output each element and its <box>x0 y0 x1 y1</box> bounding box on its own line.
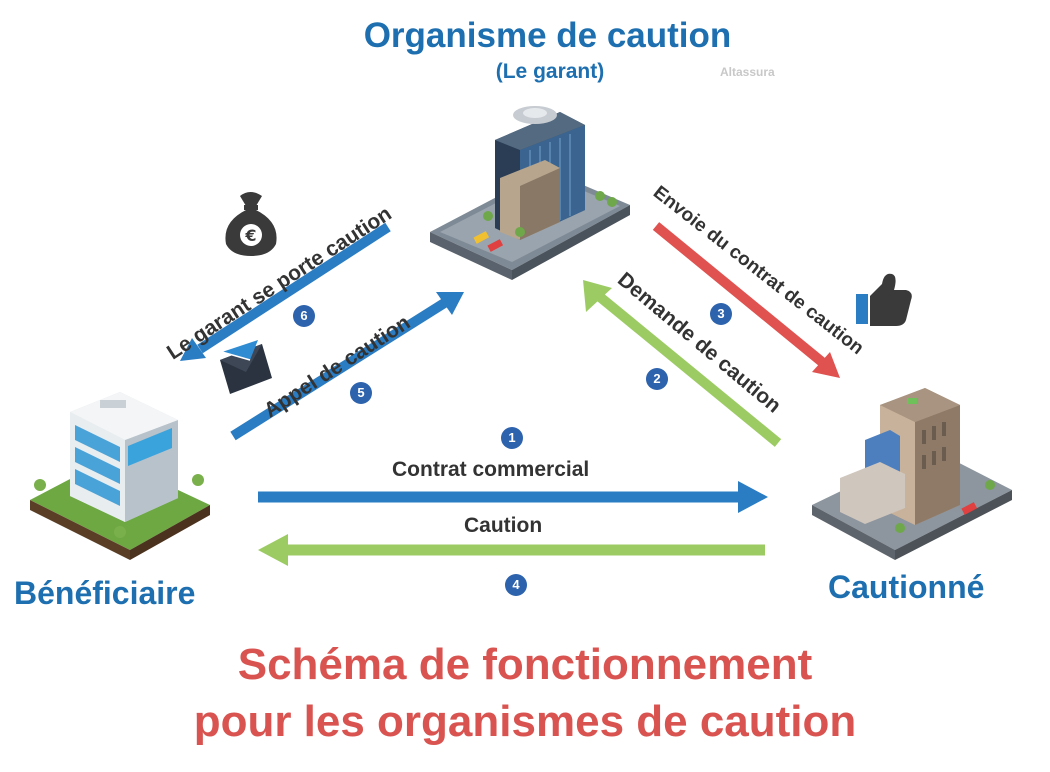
envelope-icon <box>220 340 272 394</box>
arrow-envoie-contrat <box>652 222 840 378</box>
flow-label-contrat-commercial: Contrat commercial <box>392 458 590 481</box>
arrow-garant-porte-caution <box>180 222 391 361</box>
step-badge-1: 1 <box>501 427 523 449</box>
organisme-title: Organisme de caution <box>363 16 732 55</box>
garant-building-illustration <box>430 106 630 280</box>
arrow-appel-caution <box>230 292 464 441</box>
caption-line-2: pour les organismes de caution <box>193 697 857 746</box>
watermark: Altassura <box>720 65 775 79</box>
step-badge-6: 6 <box>293 305 315 327</box>
money-bag-euro-icon: € <box>225 192 277 256</box>
arrow-demande-caution <box>583 280 782 447</box>
flow-label-caution: Caution <box>464 514 543 537</box>
step-badge-4: 4 <box>505 574 527 596</box>
thumbs-up-icon <box>856 273 912 326</box>
step-badge-5: 5 <box>350 382 372 404</box>
arrow-contrat-commercial <box>258 481 768 513</box>
caption-line-1: Schéma de fonctionnement <box>237 640 813 689</box>
cautionne-label: Cautionné <box>828 569 985 605</box>
step-badge-2: 2 <box>646 368 668 390</box>
cautionne-building-illustration <box>812 388 1012 560</box>
beneficiaire-building-illustration <box>30 392 210 560</box>
step-badge-3: 3 <box>710 303 732 325</box>
svg-text:€: € <box>244 226 256 245</box>
arrow-caution <box>258 534 765 566</box>
beneficiaire-label: Bénéficiaire <box>14 575 196 611</box>
organisme-subtitle: (Le garant) <box>495 60 605 83</box>
